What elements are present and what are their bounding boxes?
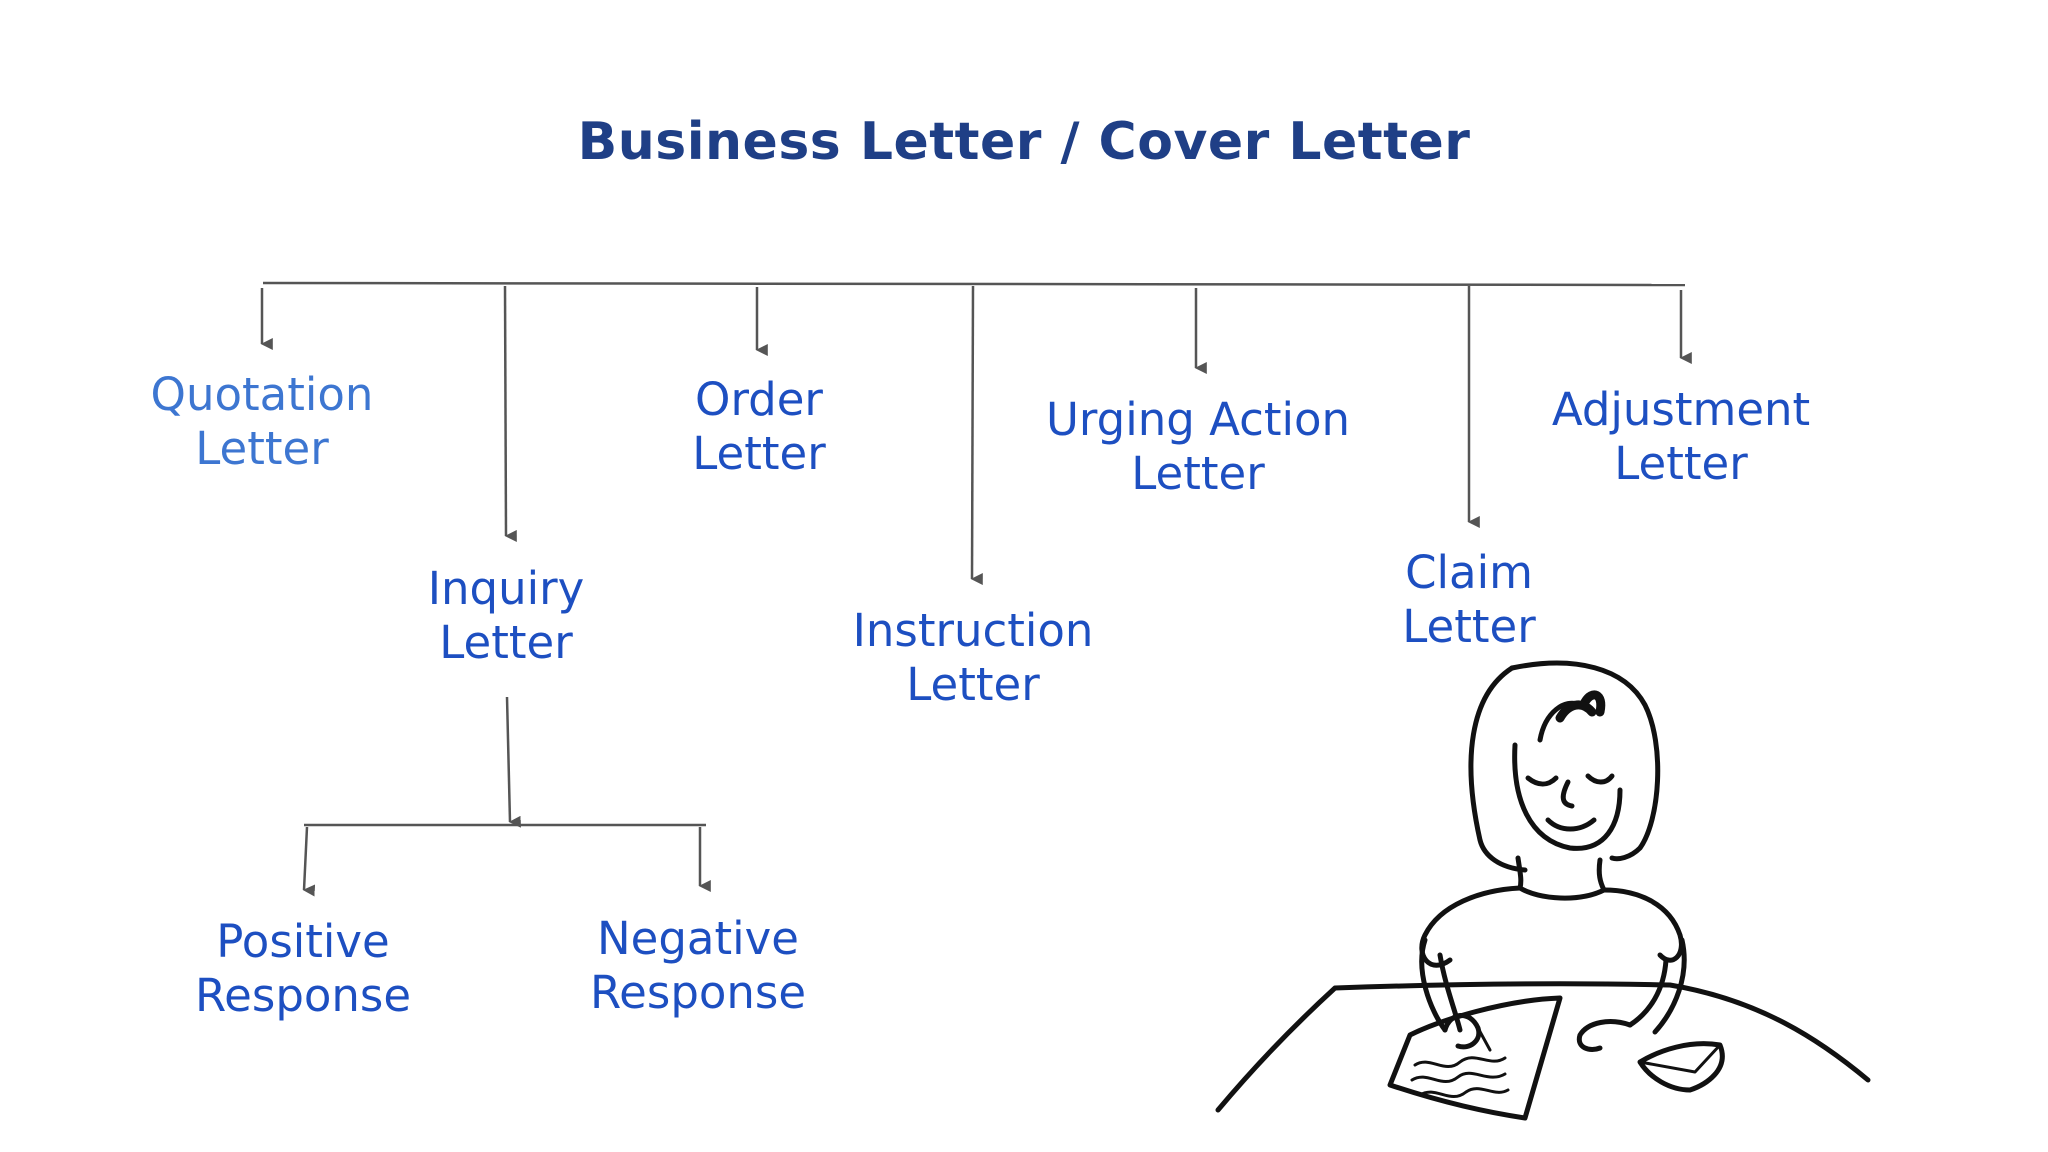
node-label-line2: Response [589,966,807,1019]
node-label-line2: Letter [439,616,573,669]
node-label-line1: Negative [597,912,799,965]
node-label-line1: Inquiry [427,562,585,615]
node-positive-response: Positive Response [195,915,411,1023]
arrow-inquiry [503,285,517,542]
node-instruction-letter: Instruction Letter [853,604,1094,712]
node-label-line2: Letter [1131,447,1265,500]
node-adjustment-letter: Adjustment Letter [1552,383,1810,491]
node-label-line1: Urging Action [1045,393,1351,446]
node-claim-letter: Claim Letter [1402,546,1535,654]
arrow-inquiry-down [505,696,521,828]
node-label-line2: Response [194,969,412,1022]
node-inquiry-letter: Inquiry Letter [428,562,585,670]
node-urging-action-letter: Urging Action Letter [1046,393,1350,501]
node-order-letter: Order Letter [692,373,825,481]
node-quotation-letter: Quotation Letter [151,368,374,476]
root-bar [262,281,1686,287]
woman-writing-illustration [1215,660,1871,1121]
diagram-title: Business Letter / Cover Letter [577,112,1471,172]
node-label-line1: Adjustment [1551,383,1811,436]
node-label-line2: Letter [692,427,826,480]
root-branch-arrows [260,285,1692,586]
arrow-positive [302,826,316,897]
node-negative-response: Negative Response [590,912,806,1020]
node-label-line1: Order [695,373,823,426]
node-label-line2: Letter [1614,437,1748,490]
node-label-line2: Letter [906,658,1040,711]
inquiry-subtree [302,696,711,897]
node-label-line2: Letter [195,422,329,475]
node-label-line1: Instruction [852,604,1094,657]
node-label-line2: Letter [1402,600,1536,653]
node-label-line1: Quotation [150,368,374,421]
node-label-line1: Claim [1405,546,1533,599]
node-label-line1: Positive [216,915,390,968]
arrow-instruction [970,285,983,586]
